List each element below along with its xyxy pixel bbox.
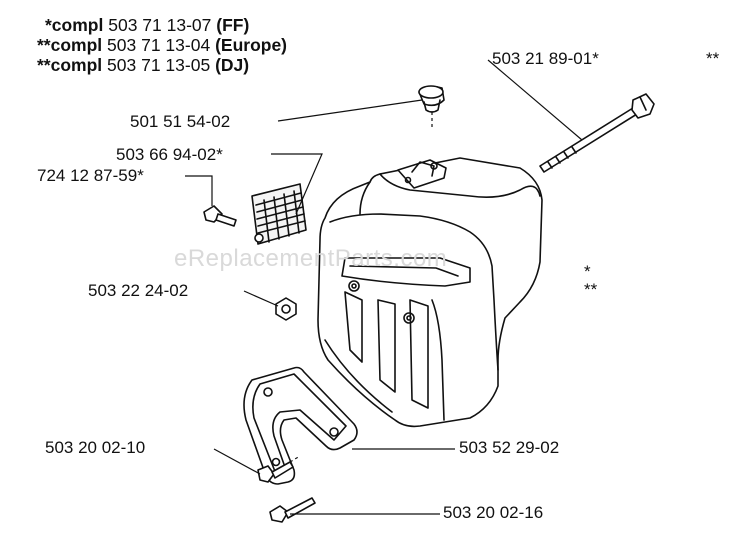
leader-cap xyxy=(277,99,423,122)
label-side-mark-1: * xyxy=(584,262,591,281)
label-bolt-long: 503 21 89-01* xyxy=(492,49,599,68)
leader-small-screw xyxy=(185,175,213,206)
header-3-suffix: (DJ) xyxy=(215,55,250,75)
small-screw xyxy=(203,205,237,227)
muffler-body xyxy=(317,157,543,428)
label-cap: 501 51 54-02 xyxy=(130,112,231,131)
watermark-text: eReplacementParts.com xyxy=(174,245,448,272)
header-line-1: *compl 503 71 13-07 (FF) xyxy=(45,15,249,35)
spark-screen xyxy=(251,183,307,245)
label-spark-screen: 503 66 94-02* xyxy=(116,145,223,164)
long-bolt xyxy=(539,93,655,173)
label-nut: 503 22 24-02 xyxy=(88,281,189,300)
header-3-number: 503 71 13-05 xyxy=(107,55,211,75)
label-gasket-plate: 503 52 29-02 xyxy=(459,438,560,457)
screw-a xyxy=(257,461,294,483)
label-screw-b: 503 20 02-16 xyxy=(443,503,544,522)
leader-screw-a xyxy=(213,448,261,475)
label-screw-a: 503 20 02-10 xyxy=(45,438,146,457)
leader-bolt-long xyxy=(487,59,583,141)
header-1-suffix: (FF) xyxy=(216,15,250,35)
header-line-2: **compl 503 71 13-04 (Europe) xyxy=(37,35,287,55)
gasket-plate xyxy=(243,366,358,485)
label-side-mark-2: ** xyxy=(584,280,598,299)
header-2-suffix: (Europe) xyxy=(215,35,288,55)
leader-lines xyxy=(185,59,583,515)
screw-b xyxy=(269,497,316,523)
header-1-prefix: *compl xyxy=(45,15,104,35)
leader-nut xyxy=(243,290,279,307)
header-1-number: 503 71 13-07 xyxy=(108,15,212,35)
header-3-prefix: **compl xyxy=(37,55,103,75)
header-line-3: **compl 503 71 13-05 (DJ) xyxy=(37,55,249,75)
header-2-number: 503 71 13-04 xyxy=(107,35,211,55)
nut-part xyxy=(275,297,297,321)
label-small-screw: 724 12 87-59* xyxy=(37,166,144,185)
leader-screen xyxy=(271,153,323,215)
header-2-prefix: **compl xyxy=(37,35,103,55)
label-bolt-long-mark: ** xyxy=(706,49,720,68)
cap-part xyxy=(418,85,445,113)
leader-screw-a-dash xyxy=(289,455,301,463)
